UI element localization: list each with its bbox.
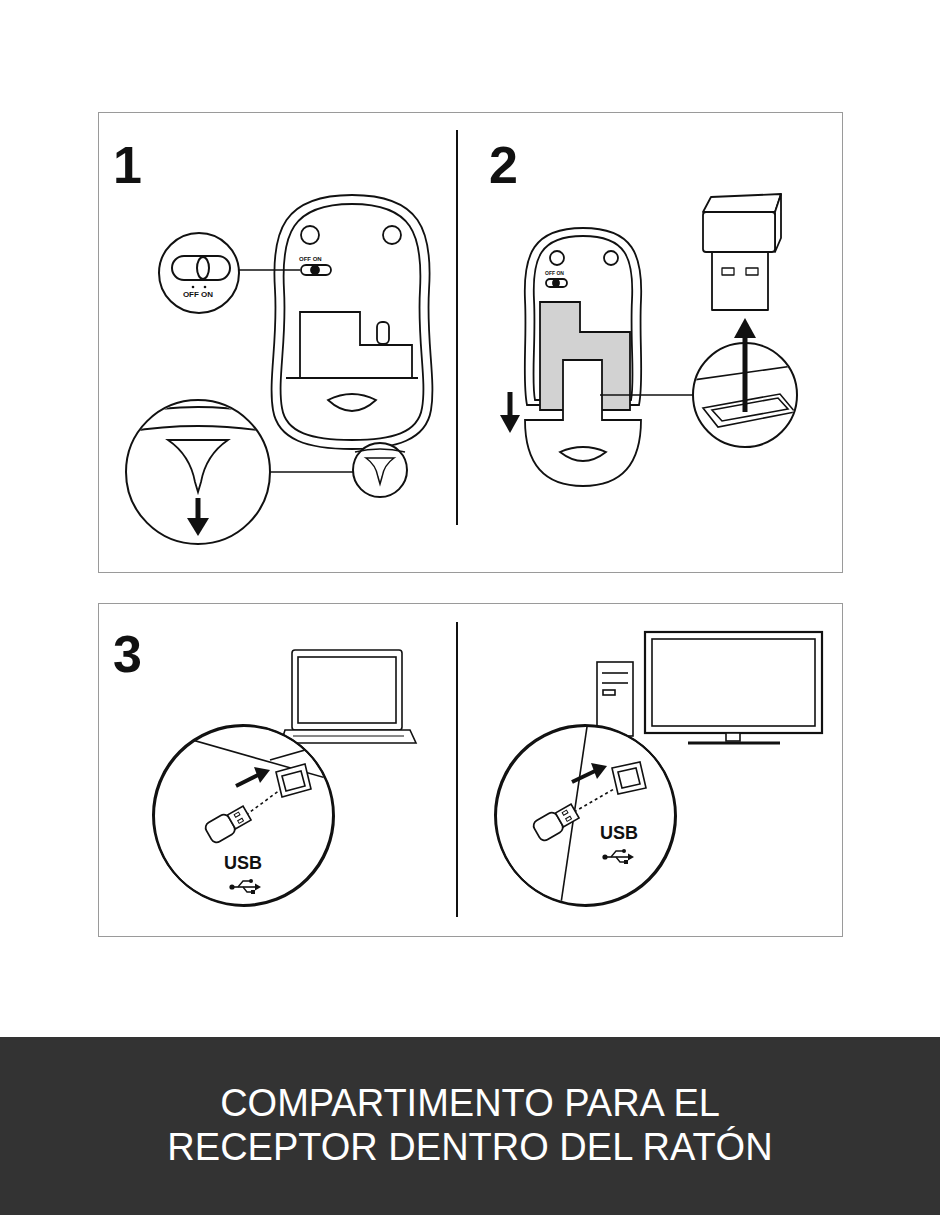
circle-outline: [159, 233, 239, 313]
circle-outline: [496, 726, 676, 906]
step-number: 3: [113, 628, 142, 680]
switch-label: OFF ON: [299, 256, 322, 262]
port-label: USB: [600, 824, 638, 842]
callout-circle: USB: [496, 726, 676, 906]
circle-outline: [496, 726, 676, 906]
step-panel: 1 2OFF ON: [98, 112, 843, 573]
step-number: 1: [113, 139, 142, 191]
step-number: 2: [489, 139, 518, 191]
step-panel: 3USB USB: [98, 603, 843, 937]
callout-circle: USB: [154, 726, 334, 906]
switch-label: OFF ON: [545, 271, 564, 276]
port-label: USB: [224, 854, 262, 872]
circle-outline: [154, 726, 334, 906]
caption-text: COMPARTIMENTO PARA EL RECEPTOR DENTRO DE…: [120, 1082, 820, 1169]
circle-outline: [154, 726, 334, 906]
switch-label: OFF ON: [159, 291, 237, 299]
callout-circle: OFF ON: [159, 233, 239, 313]
caption-band: COMPARTIMENTO PARA EL RECEPTOR DENTRO DE…: [0, 1037, 940, 1215]
circle-outline: [159, 233, 239, 313]
